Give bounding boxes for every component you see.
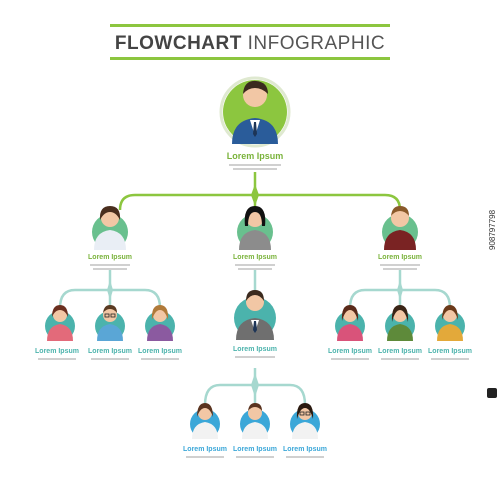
l3-b-avatar xyxy=(95,305,125,341)
title-light: INFOGRAPHIC xyxy=(247,33,386,54)
l2-mid-text xyxy=(235,264,275,266)
l4-c-avatar xyxy=(290,403,320,439)
l3-c-label: Lorem Ipsum xyxy=(138,348,182,355)
l4-c-label: Lorem Ipsum xyxy=(283,446,327,453)
l3-e-label: Lorem Ipsum xyxy=(378,348,422,355)
title-bold: FLOWCHART xyxy=(114,33,242,54)
l3-b-text xyxy=(91,358,129,360)
l4-a-avatar xyxy=(190,403,220,439)
l3-e-avatar xyxy=(385,305,415,341)
l3-mid-text xyxy=(235,356,275,358)
l2-right-text-2 xyxy=(383,268,417,270)
stock-badge-icon xyxy=(487,388,497,398)
l3-a-text xyxy=(38,358,76,360)
l3-f-text xyxy=(431,358,469,360)
l3-a-avatar xyxy=(45,305,75,341)
l2-left-avatar xyxy=(92,206,128,250)
l3-c-avatar xyxy=(145,305,175,341)
l2-left-text-2 xyxy=(93,268,127,270)
l2-left-text xyxy=(90,264,130,266)
l3-d-label: Lorem Ipsum xyxy=(328,348,372,355)
junction-diamond-right xyxy=(397,280,403,300)
l3-f-avatar xyxy=(435,305,465,341)
l2-mid-label: Lorem Ipsum xyxy=(233,254,277,261)
title-rule-top xyxy=(110,24,390,27)
stock-id: 908797798 xyxy=(488,209,497,250)
l4-b-avatar xyxy=(240,403,270,439)
l3-b-label: Lorem Ipsum xyxy=(88,348,132,355)
l4-b-label: Lorem Ipsum xyxy=(233,446,277,453)
l2-right-text xyxy=(380,264,420,266)
page-title: FLOWCHART INFOGRAPHIC xyxy=(110,33,390,55)
l2-right-label: Lorem Ipsum xyxy=(378,254,422,261)
l3-d-avatar xyxy=(335,305,365,341)
businessman-icon xyxy=(232,80,278,144)
l4-c-text xyxy=(286,456,324,458)
title-rule-bottom xyxy=(110,57,390,60)
l4-a-text xyxy=(186,456,224,458)
l3-e-text xyxy=(381,358,419,360)
junction-diamond-bottom xyxy=(251,373,259,397)
ceo-text xyxy=(229,164,281,166)
l3-d-text xyxy=(331,358,369,360)
title-block: FLOWCHART INFOGRAPHIC xyxy=(110,24,390,62)
l2-mid-text-2 xyxy=(238,268,272,270)
l3-mid-avatar xyxy=(234,290,276,340)
junction-diamond xyxy=(251,184,259,206)
junction-diamond-left xyxy=(107,280,113,300)
l3-f-label: Lorem Ipsum xyxy=(428,348,472,355)
ceo-label: Lorem Ipsum xyxy=(226,151,284,161)
l2-mid-avatar xyxy=(237,206,273,250)
l2-right-avatar xyxy=(382,206,418,250)
l3-c-text xyxy=(141,358,179,360)
ceo-text-2 xyxy=(233,168,277,170)
l3-mid-label: Lorem Ipsum xyxy=(233,346,277,353)
l3-a-label: Lorem Ipsum xyxy=(35,348,79,355)
ceo-avatar xyxy=(219,76,291,148)
l4-b-text xyxy=(236,456,274,458)
l4-a-label: Lorem Ipsum xyxy=(183,446,227,453)
l2-left-label: Lorem Ipsum xyxy=(88,254,132,261)
